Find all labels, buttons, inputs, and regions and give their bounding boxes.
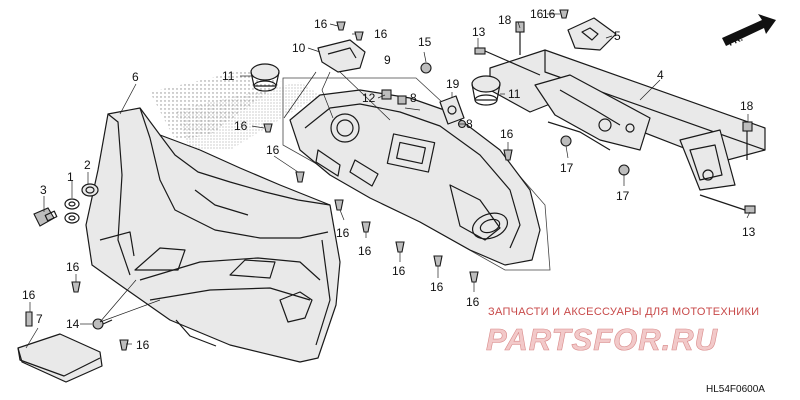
watermark-brand: PARTSFOR.RU <box>486 322 719 357</box>
callout-16-b: 16 <box>374 27 388 41</box>
dashboard-panel-part-9 <box>289 89 541 266</box>
watermark-caption: ЗАПЧАСТИ И АКСЕССУАРЫ ДЛЯ МОТОТЕХНИКИ <box>488 306 759 318</box>
callout-16-d: 16 <box>234 119 248 133</box>
callout-17-right: 17 <box>616 189 630 203</box>
callout-5: 5 <box>614 29 621 43</box>
callout-7: 7 <box>36 312 43 326</box>
callout-8-left: 8 <box>410 91 417 105</box>
callout-8-right: 8 <box>466 117 473 131</box>
cover-part-10 <box>317 39 366 73</box>
grommet-part-2 <box>81 183 99 197</box>
callout-16-n: 16 <box>22 288 36 302</box>
washers-part-1 <box>64 198 80 224</box>
floor-panel-part-6 <box>85 107 341 363</box>
front-arrow-icon <box>722 14 776 46</box>
bolt-part-14 <box>92 318 113 330</box>
callout-4: 4 <box>657 68 664 82</box>
callout-16-a: 16 <box>314 17 328 31</box>
grommet-part-11-left <box>250 63 280 92</box>
diagram-code: HL54F0600A <box>706 384 765 395</box>
foam-pad-shading-lower <box>175 82 320 150</box>
callout-16-o: 16 <box>542 7 556 21</box>
callout-16-i: 16 <box>430 280 444 294</box>
callout-16-m: 16 <box>136 338 150 352</box>
callout-12: 12 <box>362 91 376 105</box>
callout-9: 9 <box>384 53 391 67</box>
callout-18-right: 18 <box>740 99 754 113</box>
callout-11-left: 11 <box>222 69 235 83</box>
callout-2: 2 <box>84 158 91 172</box>
nuts-part-8-12-15-17 <box>381 62 630 176</box>
frame-crossmember-part-4 <box>489 49 766 191</box>
bolt-part-18-right <box>742 121 753 160</box>
callout-15: 15 <box>418 35 432 49</box>
fastener-part-3 <box>33 207 58 227</box>
plate-part-7 <box>17 333 103 383</box>
callout-16-c: 16 <box>530 7 544 21</box>
callout-16-k: 16 <box>500 127 514 141</box>
leader-lines <box>25 13 751 349</box>
callout-19: 19 <box>446 77 460 91</box>
callout-17-left: 17 <box>560 161 574 175</box>
callout-16-e: 16 <box>266 143 280 157</box>
callout-16-j: 16 <box>466 295 480 309</box>
callout-13-right: 13 <box>742 225 756 239</box>
callout-14: 14 <box>66 317 80 331</box>
panel-part-19 <box>439 95 465 125</box>
callout-10: 10 <box>292 41 306 55</box>
callout-13-top: 13 <box>472 25 486 39</box>
callout-16-l: 16 <box>66 260 80 274</box>
grommet-part-11-right <box>471 75 501 106</box>
callout-3: 3 <box>40 183 47 197</box>
callout-11-right: 11 <box>508 87 521 101</box>
callout-16-h: 16 <box>392 264 406 278</box>
callout-16-g: 16 <box>358 244 372 258</box>
clips-part-16 <box>25 9 569 351</box>
bolt-part-13-top <box>474 47 541 76</box>
callout-numbers: 1 2 3 4 5 6 7 8 8 9 10 11 11 12 13 13 14… <box>22 7 756 352</box>
callout-18-top: 18 <box>498 13 512 27</box>
bracket-plate-part-5 <box>567 17 617 51</box>
bolt-part-13-right <box>699 194 756 214</box>
callout-1: 1 <box>67 170 74 184</box>
callout-6: 6 <box>132 70 139 84</box>
callout-16-f: 16 <box>336 226 350 240</box>
